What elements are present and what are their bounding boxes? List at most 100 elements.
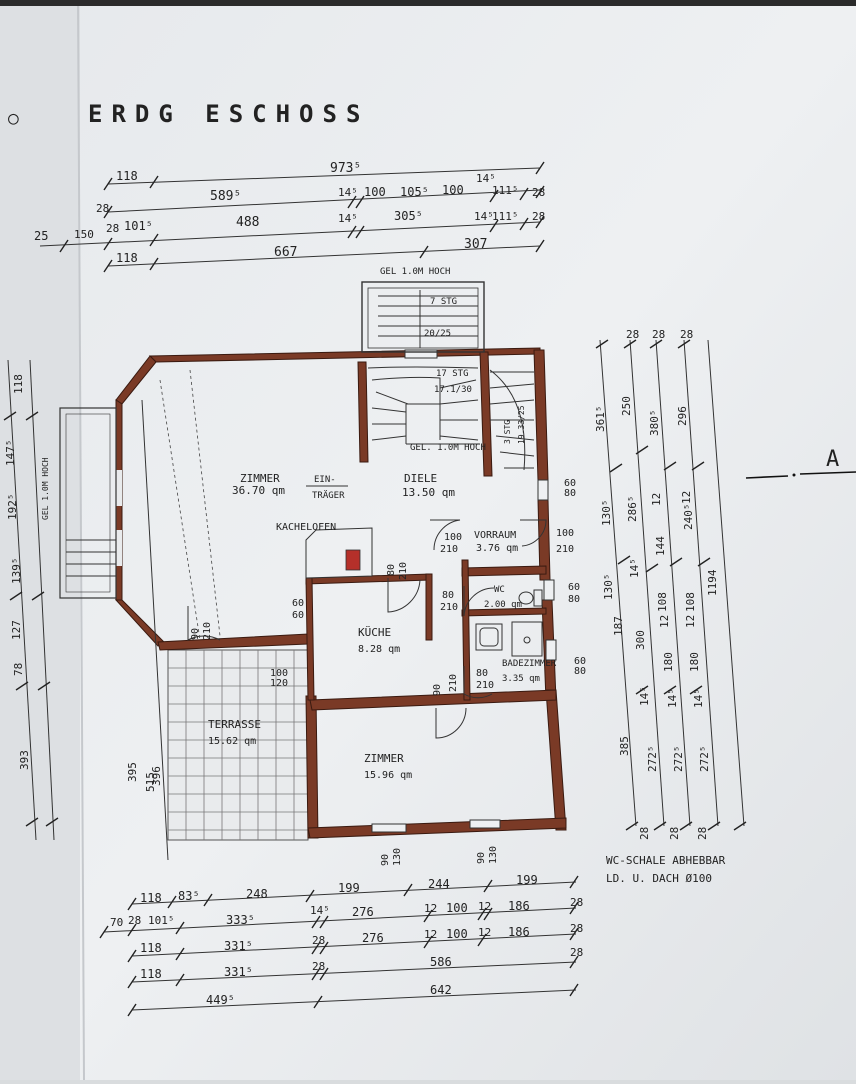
svg-text:60: 60 bbox=[292, 598, 304, 609]
svg-text:130⁵: 130⁵ bbox=[600, 500, 613, 527]
svg-text:305⁵: 305⁵ bbox=[394, 209, 423, 223]
room-area: 36.70 qm bbox=[232, 484, 285, 497]
svg-text:589⁵: 589⁵ bbox=[210, 189, 241, 204]
svg-text:210: 210 bbox=[448, 674, 459, 692]
svg-text:139⁵: 139⁵ bbox=[10, 558, 23, 585]
top-dimension-lines: 118 973⁵ 28 589⁵ 14⁵ 100 105⁵ 100 111⁵ 1… bbox=[34, 161, 545, 273]
svg-text:147⁵: 147⁵ bbox=[4, 440, 17, 467]
svg-text:108: 108 bbox=[656, 592, 669, 612]
room-name: WC bbox=[494, 585, 505, 595]
svg-text:28: 28 bbox=[570, 922, 583, 935]
section-marker: A bbox=[745, 447, 856, 479]
svg-text:100: 100 bbox=[442, 183, 464, 197]
svg-text:80: 80 bbox=[564, 488, 576, 499]
svg-text:○: ○ bbox=[8, 108, 19, 129]
svg-text:210: 210 bbox=[476, 680, 494, 691]
svg-text:28: 28 bbox=[532, 210, 545, 223]
svg-text:244: 244 bbox=[428, 877, 450, 891]
svg-text:307: 307 bbox=[464, 237, 487, 252]
svg-text:127: 127 bbox=[10, 620, 23, 640]
svg-text:199: 199 bbox=[338, 881, 360, 895]
svg-text:28: 28 bbox=[96, 202, 109, 215]
svg-text:101⁵: 101⁵ bbox=[148, 914, 175, 927]
svg-text:186: 186 bbox=[508, 925, 530, 939]
svg-text:586: 586 bbox=[430, 955, 452, 969]
svg-text:488: 488 bbox=[236, 215, 259, 230]
svg-text:14⁵: 14⁵ bbox=[638, 686, 651, 706]
svg-text:667: 667 bbox=[274, 245, 297, 260]
svg-text:GEL 1.0M HOCH: GEL 1.0M HOCH bbox=[41, 457, 50, 520]
svg-text:80: 80 bbox=[574, 666, 586, 677]
svg-text:180: 180 bbox=[662, 652, 675, 672]
svg-text:449⁵: 449⁵ bbox=[206, 993, 235, 1007]
svg-text:90: 90 bbox=[432, 684, 443, 696]
room-area: 15.96 qm bbox=[364, 770, 412, 781]
svg-text:100: 100 bbox=[556, 528, 574, 539]
bathroom-fixtures bbox=[475, 589, 543, 657]
svg-text:KACHELOFEN: KACHELOFEN bbox=[276, 522, 336, 533]
svg-text:210: 210 bbox=[440, 602, 458, 613]
svg-text:28: 28 bbox=[570, 896, 583, 909]
svg-text:80: 80 bbox=[442, 590, 454, 601]
svg-text:300: 300 bbox=[634, 630, 647, 650]
svg-text:973⁵: 973⁵ bbox=[330, 161, 361, 176]
room-name: TERRASSE bbox=[208, 718, 261, 731]
stair-main bbox=[367, 366, 535, 471]
svg-text:130: 130 bbox=[488, 846, 499, 864]
svg-text:380⁵: 380⁵ bbox=[648, 410, 661, 437]
note-line-1: WC-SCHALE ABHEBBAR bbox=[606, 854, 726, 867]
svg-text:361⁵: 361⁵ bbox=[594, 406, 607, 433]
bottom-dimension-lines: 118 83⁵ 248 199 244 199 70 28 101⁵ 333⁵ … bbox=[99, 873, 583, 1017]
svg-text:248: 248 bbox=[246, 887, 268, 901]
svg-text:12: 12 bbox=[650, 493, 663, 506]
svg-text:130: 130 bbox=[392, 848, 403, 866]
svg-text:396: 396 bbox=[150, 766, 163, 786]
svg-text:28: 28 bbox=[532, 186, 545, 199]
svg-text:101⁵: 101⁵ bbox=[124, 219, 153, 233]
svg-text:80: 80 bbox=[568, 594, 580, 605]
svg-text:150: 150 bbox=[74, 228, 94, 241]
svg-text:210: 210 bbox=[440, 544, 458, 555]
svg-text:111⁵: 111⁵ bbox=[492, 210, 519, 223]
svg-text:186: 186 bbox=[508, 899, 530, 913]
room-name: DIELE bbox=[404, 472, 437, 485]
svg-text:60: 60 bbox=[292, 610, 304, 621]
room-name: ZIMMER bbox=[364, 752, 404, 765]
svg-text:60: 60 bbox=[574, 656, 586, 667]
svg-text:20/25: 20/25 bbox=[424, 329, 451, 339]
svg-text:70: 70 bbox=[110, 916, 123, 929]
svg-text:GEL 1.0M HOCH: GEL 1.0M HOCH bbox=[380, 267, 450, 277]
note-line-2: LD. U. DACH Ø100 bbox=[606, 872, 712, 885]
svg-text:144: 144 bbox=[654, 536, 667, 556]
svg-text:100: 100 bbox=[446, 901, 468, 915]
svg-text:3 STG: 3 STG bbox=[503, 420, 512, 444]
svg-text:130⁵: 130⁵ bbox=[602, 574, 615, 601]
svg-text:14⁵: 14⁵ bbox=[692, 688, 705, 708]
room-area: 2.00 qm bbox=[484, 600, 522, 610]
svg-text:12: 12 bbox=[680, 491, 693, 504]
svg-text:108: 108 bbox=[684, 592, 697, 612]
svg-text:331⁵: 331⁵ bbox=[224, 965, 253, 979]
svg-text:118: 118 bbox=[12, 374, 25, 394]
svg-text:286⁵: 286⁵ bbox=[626, 496, 639, 523]
svg-text:28: 28 bbox=[626, 328, 639, 341]
svg-text:90: 90 bbox=[476, 852, 487, 864]
svg-text:118: 118 bbox=[140, 941, 162, 955]
svg-text:111⁵: 111⁵ bbox=[492, 184, 519, 197]
section-label: A bbox=[826, 447, 839, 472]
door-swings bbox=[187, 519, 547, 739]
svg-text:19.33/25: 19.33/25 bbox=[517, 405, 526, 444]
svg-text:210: 210 bbox=[556, 544, 574, 555]
svg-text:90: 90 bbox=[380, 854, 391, 866]
right-dimension-lines: 28 361⁵ 130⁵ 130⁵ 187 385 28 250 286⁵ 14… bbox=[594, 328, 747, 840]
top-edge-shadow bbox=[0, 0, 856, 6]
plan-title: ERDG ESCHOSS bbox=[88, 100, 369, 128]
svg-text:1194: 1194 bbox=[706, 569, 719, 596]
room-name: BADEZIMMER bbox=[502, 659, 557, 669]
svg-text:100: 100 bbox=[270, 668, 288, 679]
svg-text:28: 28 bbox=[638, 827, 651, 840]
svg-text:60: 60 bbox=[568, 582, 580, 593]
svg-text:12: 12 bbox=[424, 902, 437, 915]
svg-text:118: 118 bbox=[140, 891, 162, 905]
svg-text:12: 12 bbox=[478, 900, 491, 913]
